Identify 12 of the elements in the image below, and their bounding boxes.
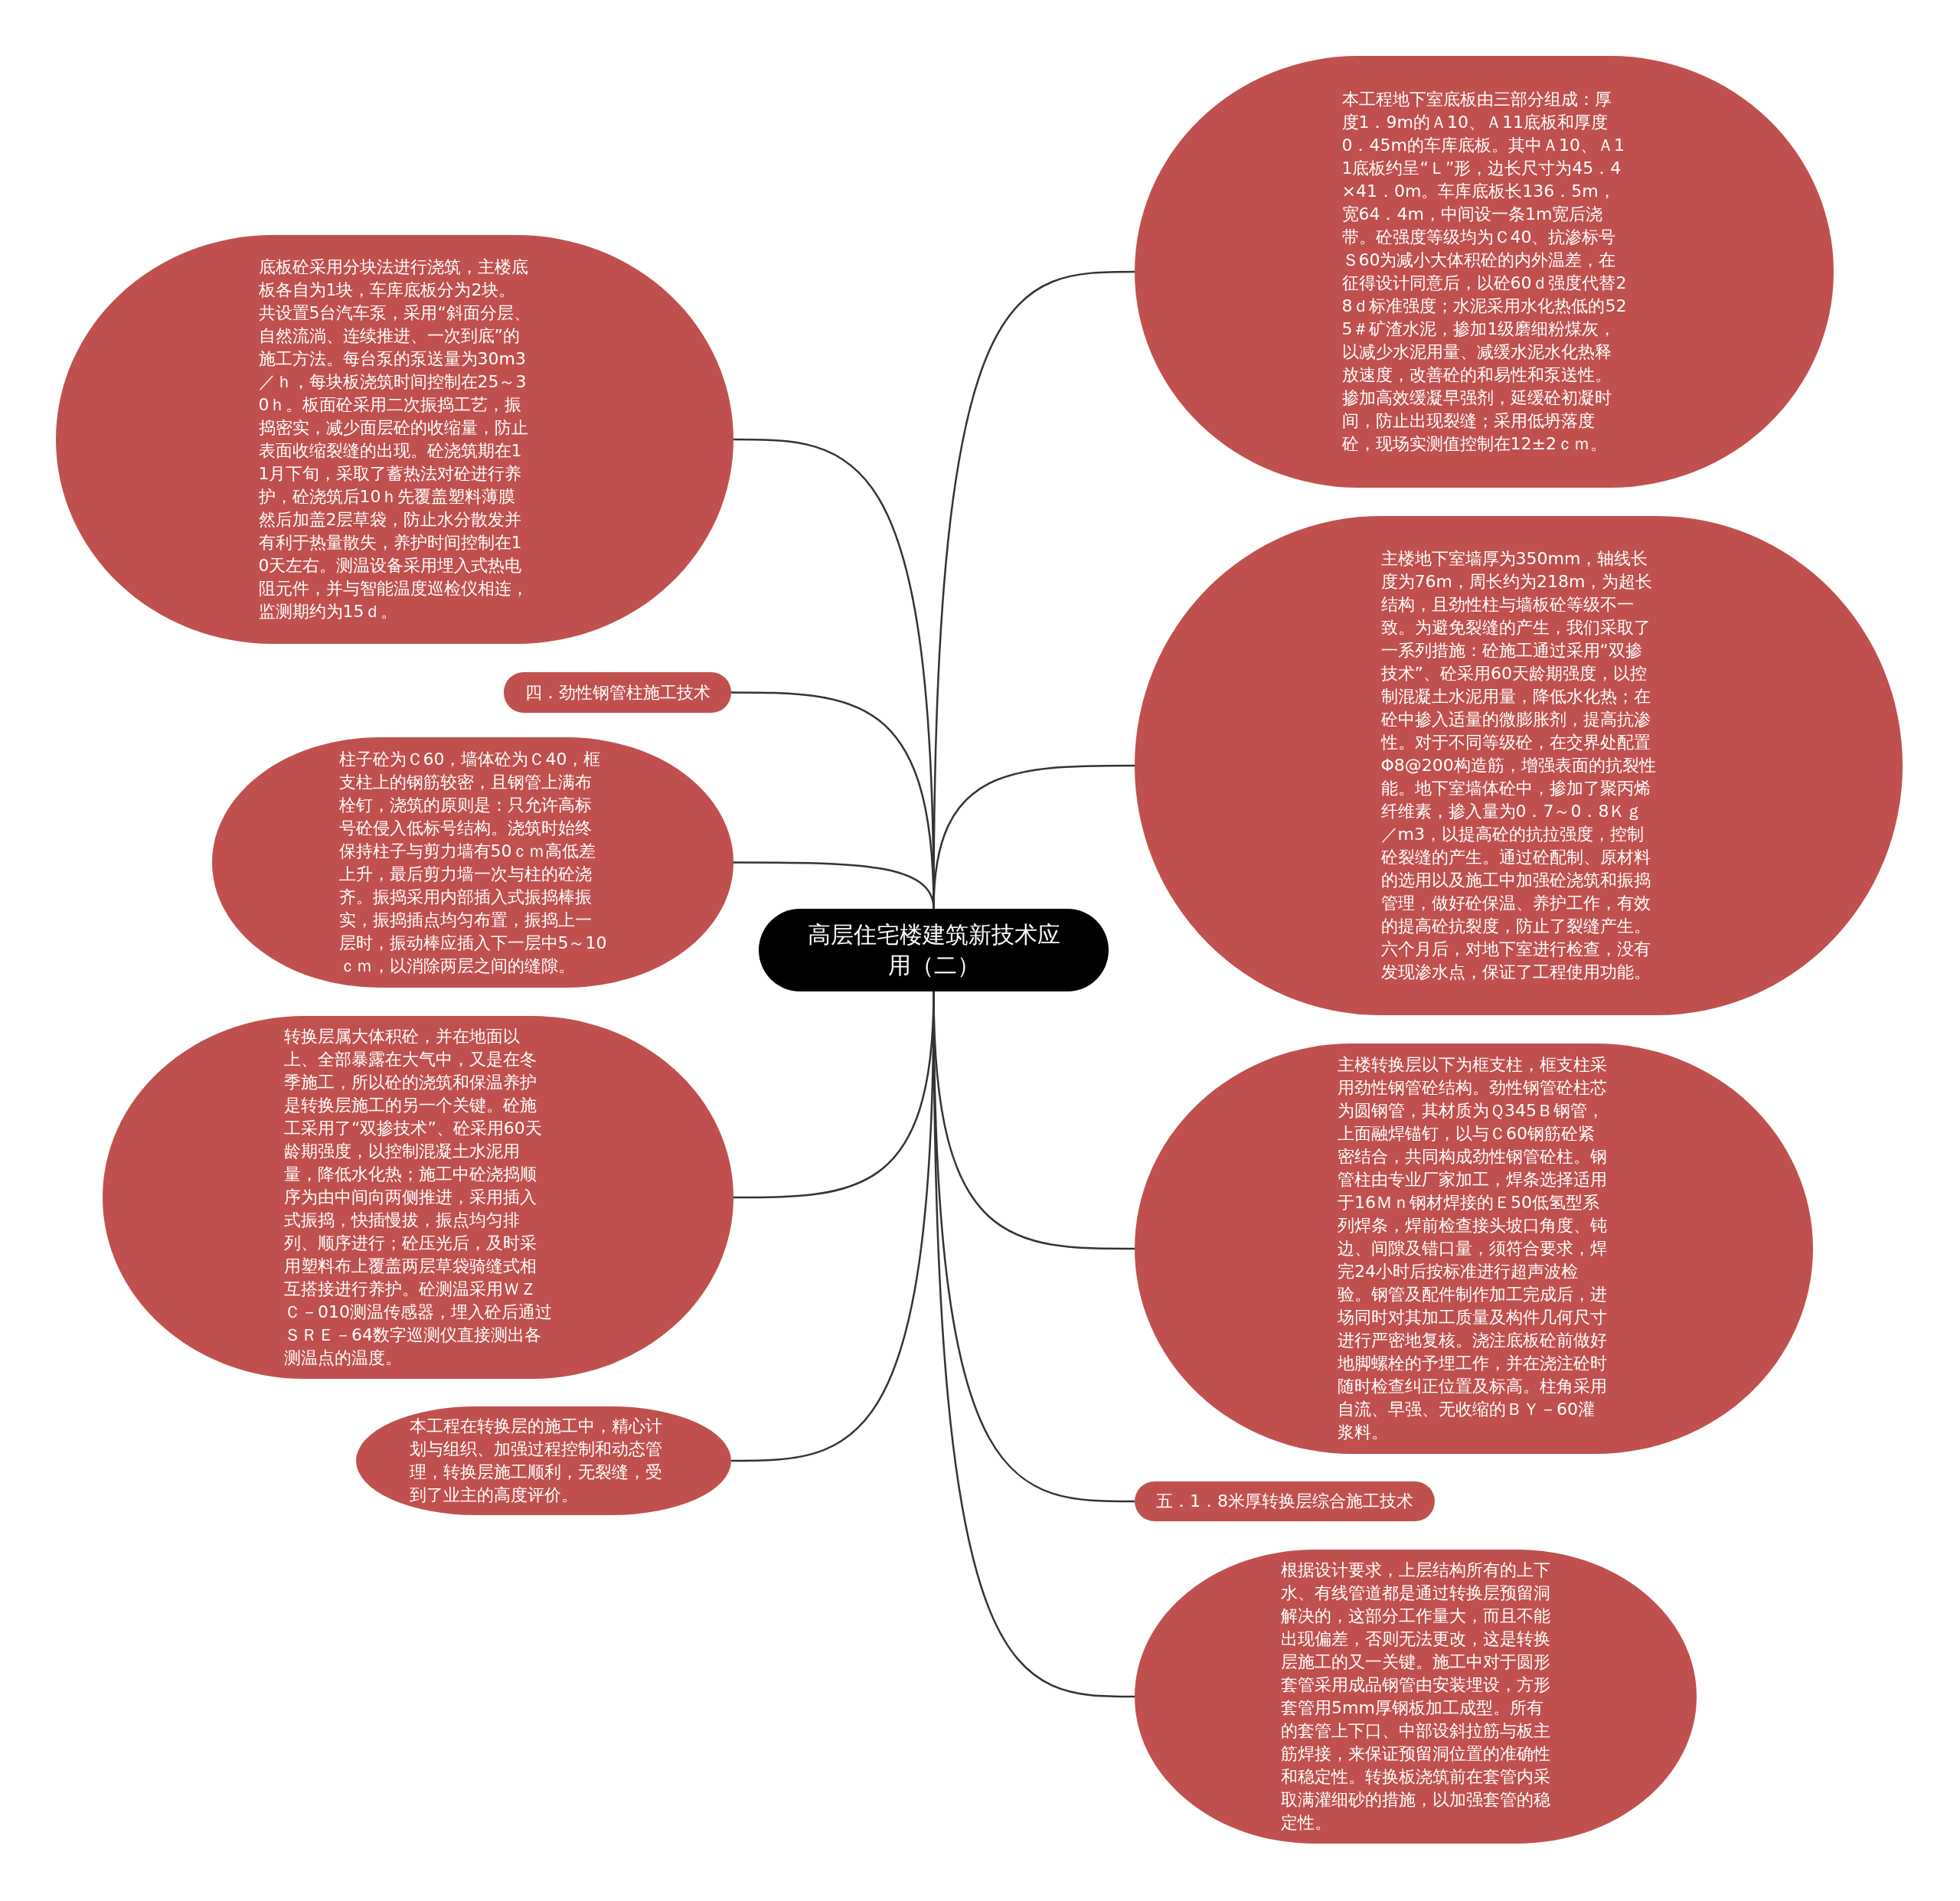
heading-box: 四．劲性钢管柱施工技术 bbox=[504, 672, 731, 713]
text-bubble: 底板砼采用分块法进行浇筑，主楼底板各自为1块，车库底板分为2块。共设置5台汽车泵，采用“斜面分层、自然流淌、连续推进、一次到底”的施工方法。每台泵的泵送量为30m3／ｈ，每块板浇筑时间控制在25～30ｈ。板面砼采用二次振捣工艺，振捣密实，减少面层砼的收缩量，防止表面收缩裂缝的出现。砼浇筑期在11月下旬，采取了蓄热法对砼进行养护，砼浇筑后10ｈ先覆盖塑料薄膜然后加盖2层草袋，防止水分散发并有利于热量散失，养护时间控制在10天左右。测温设备采用埋入式热电阻元件，并与智能温度巡检仪相连，监测期约为15ｄ。 bbox=[56, 235, 733, 644]
text-bubble: 本工程地下室底板由三部分组成：厚度1．9m的Ａ10、Ａ11底板和厚度0．45m的车库底板。其中Ａ10、Ａ11底板约呈“Ｌ”形，边长尺寸为45．4×41．0m。车库底板长136．5m，宽64．4m，中间设一条1m宽后浇带。砼强度等级均为Ｃ40、抗渗标号Ｓ60为减小大体积砼的内外温差，在征得设计同意后，以砼60ｄ强度代替28ｄ标准强度；水泥采用水化热低的525＃矿渣水泥，掺加1级磨细粉煤灰，以减少水泥用量、减缓水泥水化热释放速度，改善砼的和易性和泵送性。掺加高效缓凝早强剂，延缓砼初凝时间，防止出现裂缝；采用低坍落度砼，现场实测值控制在12±2ｃｍ。 bbox=[1135, 56, 1834, 488]
text-bubble: 柱子砼为Ｃ60，墙体砼为Ｃ40，框支柱上的钢筋较密，且钢管上满布栓钉，浇筑的原则是：只允许高标号砼侵入低标号结构。浇筑时始终保持柱子与剪力墙有50ｃｍ高低差上升，最后剪力墙一次与柱的砼浇齐。振捣采用内部插入式振捣棒振实，振捣插点均匀布置，振捣上一层时，振动棒应插入下一层中5～10ｃｍ，以消除两层之间的缝隙。 bbox=[212, 737, 733, 988]
heading-box: 五．1．8米厚转换层综合施工技术 bbox=[1135, 1481, 1435, 1521]
text-bubble: 主楼转换层以下为框支柱，框支柱采用劲性钢管砼结构。劲性钢管砼柱芯为圆钢管，其材质为Ｑ345Ｂ钢管，上面融焊锚钉，以与Ｃ60钢筋砼紧密结合，共同构成劲性钢管砼柱。钢管柱由专业厂家加工，焊条选择适用于16Ｍｎ钢材焊接的Ｅ50低氢型系列焊条，焊前检查接头坡口角度、钝边、间隙及错口量，须符合要求，焊完24小时后按标准进行超声波检验。钢管及配件制作加工完成后，进场同时对其加工质量及构件几何尺寸进行严密地复核。浇注底板砼前做好地脚螺栓的予埋工作，并在浇注砼时随时检查纠正位置及标高。柱角采用自流、早强、无收缩的ＢＹ－60灌浆料。 bbox=[1135, 1044, 1813, 1454]
text-bubble: 本工程在转换层的施工中，精心计划与组织、加强过程控制和动态管理，转换层施工顺利，无裂缝，受到了业主的高度评价。 bbox=[356, 1406, 731, 1515]
text-bubble: 根据设计要求，上层结构所有的上下水、有线管道都是通过转换层预留洞解决的，这部分工作量大，而且不能出现偏差，否则无法更改，这是转换层施工的又一关键。施工中对于圆形套管采用成品钢管由安装埋设，方形套管用5mm厚钢板加工成型。所有的套管上下口、中部设斜拉筋与板主筋焊接，来保证预留洞位置的准确性和稳定性。转换板浇筑前在套管内采取满灌细砂的措施，以加强套管的稳定性。 bbox=[1135, 1550, 1697, 1844]
text-bubble: 转换层属大体积砼，并在地面以上、全部暴露在大气中，又是在冬季施工，所以砼的浇筑和保温养护是转换层施工的另一个关键。砼施工采用了“双掺技术”、砼采用60天龄期强度，以控制混凝土水泥用量，降低水化热；施工中砼浇捣顺序为由中间向两侧推进，采用插入式振捣，快插慢拔，振点均匀排列、顺序进行；砼压光后，及时采用塑料布上覆盖两层草袋骑缝式相互搭接进行养护。砼测温采用ＷＺＣ－010测温传感器，埋入砼后通过ＳＲＥ－64数字巡测仪直接测出各测温点的温度。 bbox=[103, 1016, 733, 1379]
text-bubble: 主楼地下室墙厚为350mm，轴线长度为76m，周长约为218m，为超长结构，且劲性柱与墙板砼等级不一致。为避免裂缝的产生，我们采取了一系列措施：砼施工通过采用“双掺技术”、砼采用60天龄期强度，以控制混凝土水泥用量，降低水化热；在砼中掺入适量的微膨胀剂，提高抗渗性。对于不同等级砼，在交界处配置Φ8@200构造筋，增强表面的抗裂性能。地下室墙体砼中，掺加了聚丙烯纤维素，掺入量为0．7～0．8Ｋｇ／m3，以提高砼的抗拉强度，控制砼裂缝的产生。通过砼配制、原材料的选用以及施工中加强砼浇筑和振捣管理，做好砼保温、养护工作，有效的提高砼抗裂度，防止了裂缝产生。六个月后，对地下室进行检查，没有发现渗水点，保证了工程使用功能。 bbox=[1135, 516, 1903, 1015]
connector-line bbox=[933, 764, 1135, 910]
topic-box: 高层住宅楼建筑新技术应用（二） bbox=[759, 909, 1109, 991]
